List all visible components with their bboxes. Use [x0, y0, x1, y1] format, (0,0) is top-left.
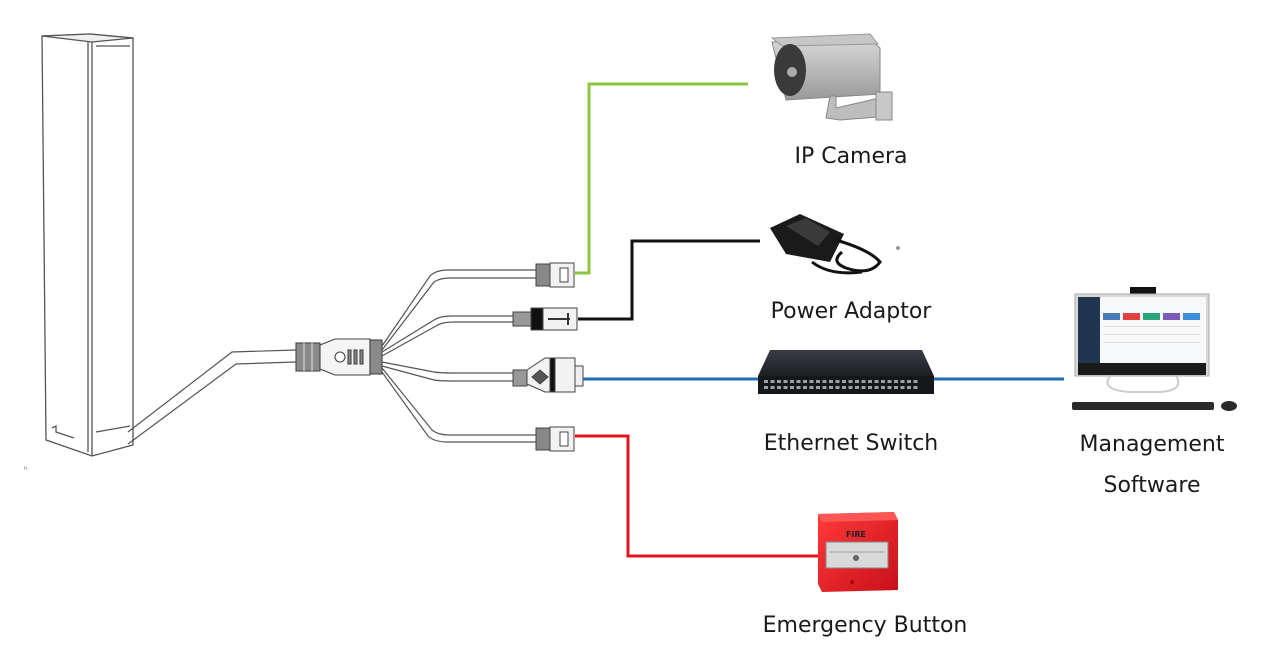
switch-port	[842, 380, 846, 383]
switch-port	[848, 380, 853, 383]
switch-port	[829, 380, 833, 383]
switch-port	[848, 386, 853, 389]
ethernet-switch-label: Ethernet Switch	[764, 431, 939, 456]
emergency-button-line	[575, 434, 818, 558]
switch-port	[770, 386, 775, 389]
rj45-connector-icon	[535, 262, 575, 288]
switch-port	[907, 380, 911, 383]
switch-port	[777, 386, 781, 389]
switch-port	[887, 380, 892, 383]
switch-port	[822, 386, 827, 389]
corner-mark: ʰ	[24, 466, 28, 476]
fire-alarm-button-icon: FIRE	[818, 512, 898, 592]
switch-port	[855, 380, 859, 383]
switch-port	[816, 386, 820, 389]
switch-port	[816, 380, 820, 383]
switch-port	[777, 380, 781, 383]
switch-port	[900, 380, 905, 383]
switch-port	[868, 380, 872, 383]
switch-port	[822, 380, 827, 383]
ip-camera-line	[575, 82, 748, 275]
ethernet-switch-icon	[758, 350, 934, 394]
switch-port	[835, 380, 840, 383]
switch-port	[874, 380, 879, 383]
switch-port	[861, 380, 866, 383]
branch-cables	[381, 269, 536, 443]
switch-port	[764, 380, 768, 383]
management-label-line2: Software	[1104, 473, 1201, 498]
switch-port	[770, 380, 775, 383]
ip-camera-icon	[770, 33, 893, 121]
switch-port	[790, 380, 794, 383]
column-speaker-icon	[41, 33, 134, 457]
switch-port	[855, 386, 859, 389]
switch-port	[803, 386, 807, 389]
switch-port	[796, 386, 801, 389]
switch-port	[913, 380, 918, 383]
switch-port	[829, 386, 833, 389]
switch-port	[868, 386, 872, 389]
switch-port	[764, 386, 768, 389]
power-adaptor-line	[578, 239, 760, 321]
switch-port	[887, 386, 892, 389]
waterproof-rj45-connector-icon	[512, 357, 584, 393]
switch-port	[913, 386, 918, 389]
dc-power-connector-icon	[512, 307, 578, 331]
io-connector-icon	[535, 426, 575, 452]
switch-port	[790, 386, 794, 389]
switch-port	[835, 386, 840, 389]
switch-port	[894, 380, 898, 383]
switch-port	[861, 386, 866, 389]
fire-box-text: FIRE	[846, 530, 866, 539]
power-adaptor-icon	[770, 214, 900, 275]
ip-camera-label: IP Camera	[794, 144, 907, 169]
switch-port	[874, 386, 879, 389]
desktop-computer-icon	[1072, 287, 1237, 411]
switch-port	[894, 386, 898, 389]
switch-port	[900, 386, 905, 389]
management-label-line1: Management	[1080, 432, 1225, 457]
switch-port	[796, 380, 801, 383]
switch-port	[809, 386, 814, 389]
main-cable	[127, 349, 297, 445]
switch-port	[881, 386, 885, 389]
power-adaptor-label: Power Adaptor	[771, 299, 933, 324]
switch-port	[783, 386, 788, 389]
switch-port	[809, 380, 814, 383]
switch-port	[803, 380, 807, 383]
emergency-button-label: Emergency Button	[763, 613, 968, 638]
switch-port	[842, 386, 846, 389]
switch-port	[907, 386, 911, 389]
cable-splitter-icon	[295, 338, 383, 376]
switch-port	[783, 380, 788, 383]
switch-port	[881, 380, 885, 383]
